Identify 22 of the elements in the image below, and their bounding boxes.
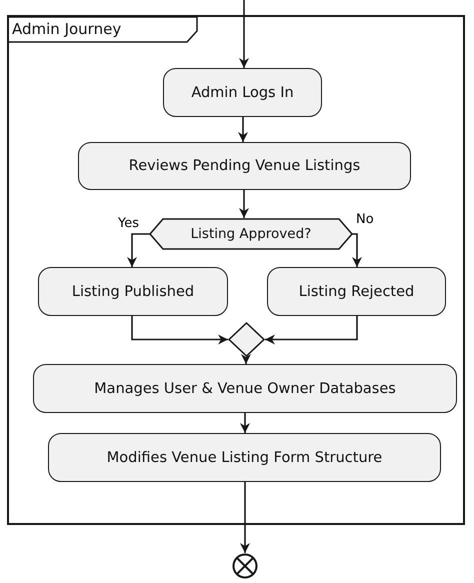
activity-box: Listing Rejected [267, 267, 446, 316]
activity-box: Listing Published [38, 267, 228, 316]
arrow [240, 413, 250, 433]
activity-box: Admin Logs In [163, 68, 322, 117]
merge-diamond [228, 322, 265, 357]
end-node [232, 553, 258, 579]
activity-box: Modifies Venue Listing Form Structure [48, 433, 441, 482]
arrow [239, 190, 249, 218]
arrow [241, 354, 251, 364]
decision-label: Listing Approved? [190, 226, 312, 242]
activity-box: Reviews Pending Venue Listings [78, 142, 411, 190]
arrow [240, 482, 250, 553]
arrow [239, 0, 249, 68]
arrow [265, 316, 358, 344]
arrow [131, 316, 228, 344]
frame [7, 15, 465, 525]
arrow [352, 233, 362, 267]
arrow [238, 117, 248, 142]
activity-box: Manages User & Venue Owner Databases [33, 364, 457, 413]
decision-hexagon [150, 218, 352, 250]
frame-title: Admin Journey [12, 20, 122, 38]
arrow [127, 233, 150, 267]
